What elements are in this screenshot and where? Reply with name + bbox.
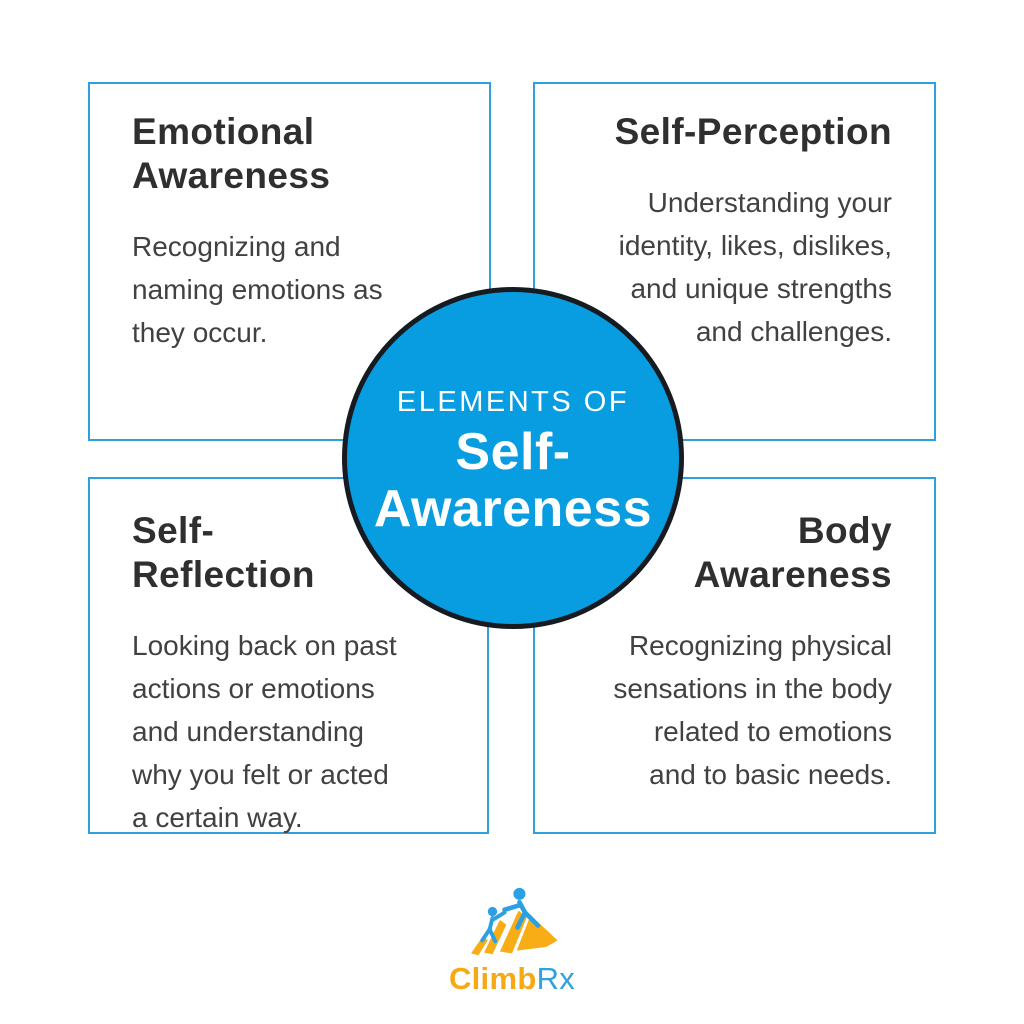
quadrant-description: Recognizing physical sensations in the b… [577, 624, 892, 796]
title-line: Awareness [373, 480, 653, 538]
quadrant-emotional-awareness: Emotional Awareness Recognizing and nami… [88, 82, 491, 441]
logo-wordmark: ClimbRx [449, 961, 575, 997]
center-title: Self- Awareness [374, 424, 652, 538]
body-line: and to basic needs. [649, 759, 892, 790]
body-line: a certain way. [132, 802, 303, 833]
logo-text-rx: Rx [536, 961, 576, 996]
climbrx-logo: ClimbRx [0, 879, 1024, 997]
center-eyebrow: ELEMENTS OF [396, 386, 630, 418]
body-line: they occur. [132, 317, 268, 348]
quadrant-title: Body Awareness [577, 509, 892, 597]
body-line: and unique strengths [630, 273, 892, 304]
logo-text-climb: Climb [448, 961, 537, 996]
title-line: Emotional [132, 111, 315, 152]
quadrant-description: Understanding your identity, likes, disl… [577, 181, 892, 353]
body-line: related to emotions [653, 716, 892, 747]
title-line: Awareness [132, 155, 331, 196]
body-line: identity, likes, dislikes, [618, 230, 892, 261]
quadrant-title: Emotional Awareness [132, 110, 447, 198]
title-line: Reflection [132, 554, 315, 595]
body-line: and challenges. [695, 316, 892, 347]
title-line: Self- [455, 423, 571, 481]
body-line: Understanding your [647, 187, 892, 218]
body-line: and understanding [132, 716, 364, 747]
body-line: actions or emotions [132, 673, 375, 704]
body-line: naming emotions as [132, 274, 383, 305]
title-line: Self- [132, 510, 215, 551]
title-line: Self-Perception [614, 111, 892, 152]
body-line: sensations in the body [613, 673, 892, 704]
body-line: Recognizing and [132, 231, 341, 262]
body-line: why you felt or acted [132, 759, 389, 790]
body-line: Recognizing physical [628, 630, 892, 661]
center-title-circle: ELEMENTS OF Self- Awareness [342, 287, 684, 629]
mountain-climbers-icon [451, 879, 573, 959]
title-line: Body [797, 510, 892, 551]
quadrant-title: Self- Reflection [132, 509, 445, 597]
body-line: Looking back on past [132, 630, 397, 661]
quadrant-title: Self-Perception [577, 110, 892, 154]
quadrant-description: Looking back on past actions or emotions… [132, 624, 445, 839]
title-line: Awareness [693, 554, 892, 595]
quadrant-description: Recognizing and naming emotions as they … [132, 225, 447, 354]
